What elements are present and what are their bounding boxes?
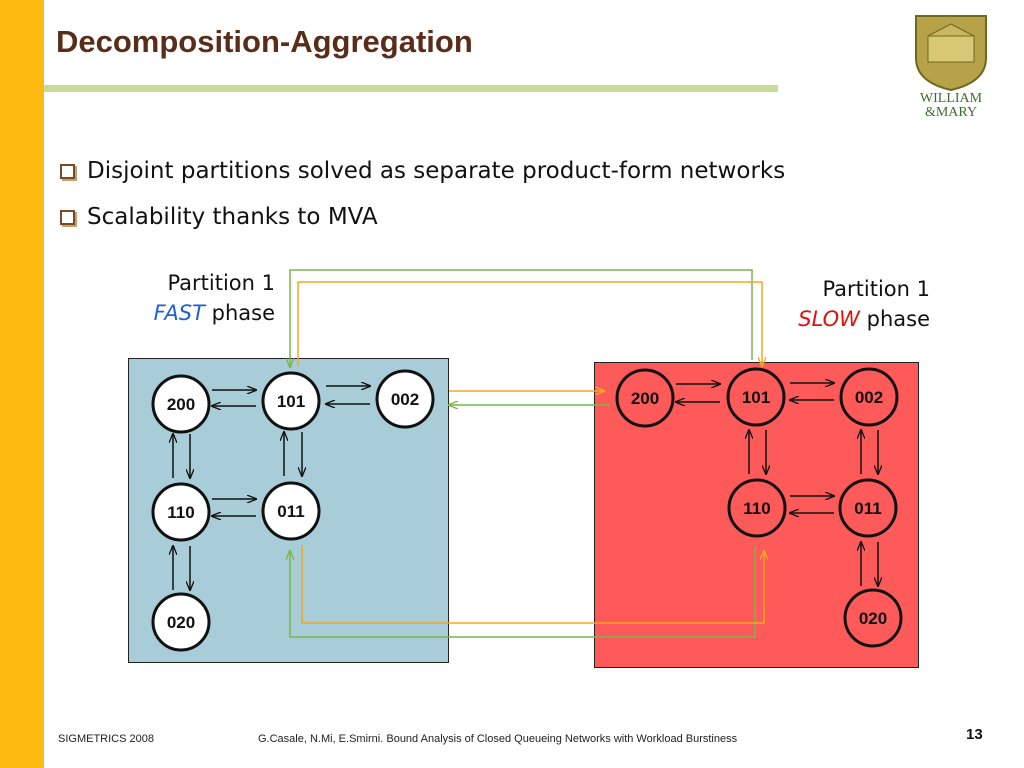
bullet-list: Disjoint partitions solved as separate p… (58, 148, 785, 240)
title-rule (44, 85, 778, 92)
node-label: 200 (631, 389, 659, 408)
node-label: 020 (167, 613, 195, 632)
state-node: 200 (151, 374, 211, 434)
slow-label-line2: SLOW phase (760, 304, 930, 334)
state-node: 101 (261, 371, 321, 431)
fast-nodes: 200 101 002 110 011 020 (151, 369, 435, 652)
footer-citation: G.Casale, N.Mi, E.Smirni. Bound Analysis… (258, 733, 738, 745)
checkbox-bullet-icon (60, 163, 75, 179)
orange-top-link (297, 281, 762, 366)
state-node: 110 (727, 478, 787, 538)
fast-partition-label: Partition 1 FAST phase (118, 268, 275, 328)
node-label: 101 (742, 388, 770, 407)
state-node: 020 (151, 592, 211, 652)
logo-text-2: &MARY (925, 105, 977, 118)
state-node: 011 (261, 481, 321, 541)
fast-label-line1: Partition 1 (167, 271, 275, 295)
node-label: 200 (167, 395, 195, 414)
fast-arrows (173, 386, 370, 590)
bullet-text: Disjoint partitions solved as separate p… (87, 158, 786, 184)
state-node: 002 (839, 367, 899, 427)
green-bottom-link (290, 545, 756, 638)
node-label: 002 (391, 390, 419, 409)
page-number: 13 (966, 726, 983, 743)
node-label: 020 (859, 609, 887, 628)
state-node: 020 (843, 588, 903, 648)
node-label: 011 (854, 499, 881, 518)
node-label: 101 (277, 392, 305, 411)
checkbox-bullet-icon (60, 209, 75, 225)
fast-label-em: FAST (153, 301, 205, 325)
node-label: 011 (277, 502, 304, 521)
node-label: 002 (855, 388, 883, 407)
node-label: 110 (743, 499, 770, 518)
bullet-item: Disjoint partitions solved as separate p… (58, 148, 785, 194)
logo-text-1: WILLIAM (920, 91, 983, 106)
cross-links (290, 269, 764, 638)
slow-label-line1: Partition 1 (822, 277, 930, 301)
slow-arrows (676, 383, 878, 586)
state-node: 110 (151, 482, 211, 542)
state-node: 200 (615, 368, 675, 428)
state-node: 011 (838, 478, 898, 538)
fast-label-line2: FAST phase (118, 298, 275, 328)
state-node: 101 (726, 367, 786, 427)
fast-label-rest: phase (204, 301, 275, 325)
sidebar-accent (0, 0, 44, 768)
bullet-text: Scalability thanks to MVA (87, 204, 378, 230)
node-label: 110 (167, 503, 194, 522)
bullet-item: Scalability thanks to MVA (58, 194, 785, 240)
university-logo: WILLIAM &MARY (915, 15, 987, 118)
orange-bottom-link (301, 545, 764, 624)
footer-conference: SIGMETRICS 2008 (58, 733, 154, 745)
green-top-link (290, 269, 753, 367)
state-node: 002 (375, 369, 435, 429)
slow-nodes: 200 101 002 110 011 020 (615, 367, 903, 648)
slide-title: Decomposition-Aggregation (56, 24, 473, 59)
slow-label-em: SLOW (798, 307, 860, 331)
slow-label-rest: phase (859, 307, 930, 331)
slow-partition-label: Partition 1 SLOW phase (760, 274, 930, 334)
